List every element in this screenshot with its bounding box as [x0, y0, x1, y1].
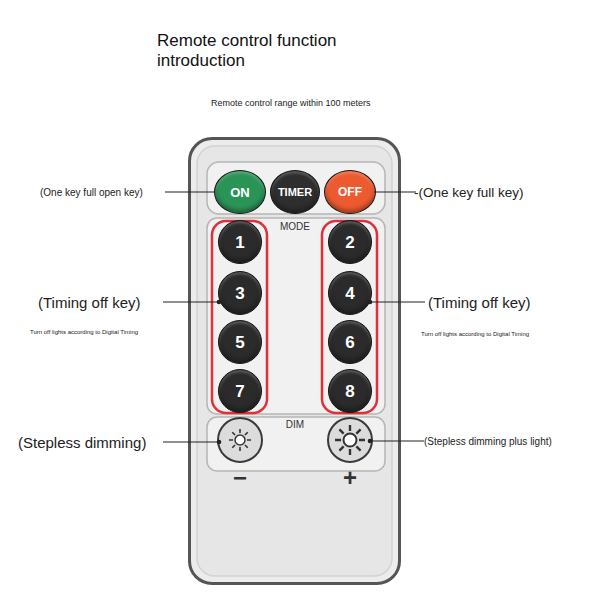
leader-line [370, 301, 425, 302]
button-key: 1 [218, 220, 262, 264]
button-key: ON [214, 170, 266, 214]
sun-icon-core [235, 435, 245, 445]
sun-icon-core [344, 434, 357, 447]
leader-line [163, 441, 219, 442]
callout-label: Turn off lights according to Digital Tim… [30, 329, 138, 335]
leader-dot [368, 439, 373, 444]
sun-icon-rays [335, 425, 365, 455]
sun-icon-rays [229, 429, 251, 451]
callout-label: (One key full open key) [40, 187, 143, 198]
button-key: 6 [328, 320, 372, 364]
highlight-frame [212, 221, 267, 413]
callout-label: -(One key full key) [414, 185, 524, 200]
button-key: 3 [218, 271, 262, 315]
callout-label: (Stepless dimming plus light) [424, 436, 552, 447]
highlight-frame [322, 221, 377, 413]
top-key-panel [207, 162, 385, 214]
button-circle [328, 418, 372, 462]
button-text: 6 [345, 334, 354, 351]
panel-text: − [233, 466, 247, 490]
button-text: 5 [235, 334, 244, 351]
leader-line [370, 440, 424, 441]
number-key-panel [207, 218, 385, 414]
panel-text: DIM [286, 420, 304, 430]
button-key: TIMER [270, 170, 320, 214]
button-text: 2 [345, 234, 354, 251]
button-text: 8 [345, 383, 354, 400]
button-key: OFF [324, 170, 376, 214]
button-text: TIMER [278, 187, 312, 198]
dim-plus-button [328, 418, 372, 462]
panel-text: MODE [280, 222, 310, 232]
button-key: 8 [328, 369, 372, 413]
button-text: ON [230, 186, 250, 199]
remote-body: MODE DIM − + ON TIMER OFF 1 2 3 4 5 6 7 8 [188, 137, 401, 585]
button-key: 2 [328, 220, 372, 264]
button-text: OFF [338, 186, 362, 198]
leader-line [374, 191, 416, 192]
callout-label: (Stepless dimming) [18, 434, 146, 451]
remote-inner-face [197, 146, 392, 576]
button-text: 1 [235, 234, 244, 251]
dim-key-panel [207, 417, 385, 471]
callout-label: Remote control range within 100 meters [211, 98, 371, 108]
leader-dot [217, 440, 222, 445]
dim-minus-button [218, 418, 262, 462]
panel-text: + [343, 466, 357, 490]
callout-label: Turn off lights according to Digital Tim… [421, 331, 529, 337]
callout-label: (Timing off key) [428, 294, 531, 311]
callout-label: (Timing off key) [38, 294, 141, 311]
button-key: 5 [218, 320, 262, 364]
remote-body-fill [189, 138, 400, 584]
button-text: 3 [235, 285, 244, 302]
button-key: 4 [328, 271, 372, 315]
leader-line [163, 301, 219, 302]
button-text: 4 [345, 285, 354, 302]
title: Remote control function introduction [157, 31, 387, 71]
button-text: 7 [235, 383, 244, 400]
button-circle [218, 418, 262, 462]
button-key: 7 [218, 369, 262, 413]
